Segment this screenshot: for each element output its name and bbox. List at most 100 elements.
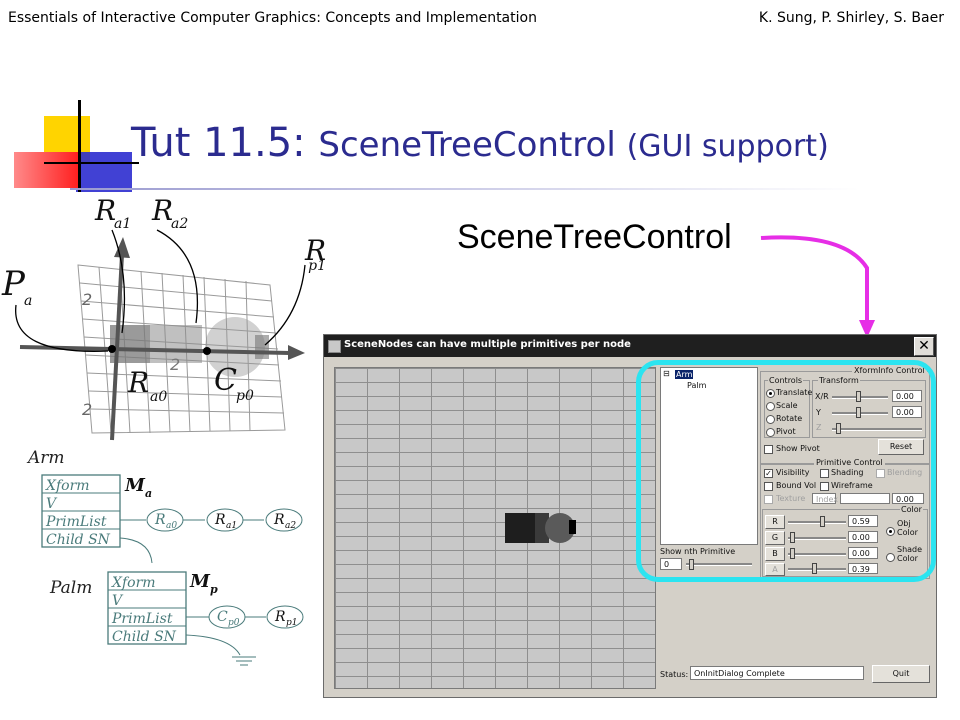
show-pivot-checkbox[interactable]: [764, 445, 773, 454]
arm-prim-r: R: [214, 512, 226, 528]
radio-pivot[interactable]: [766, 428, 775, 437]
app-window: SceneNodes can have multiple primitives …: [323, 334, 937, 698]
reset-button[interactable]: Reset: [878, 439, 924, 455]
render-canvas[interactable]: [334, 367, 656, 689]
course-title: Essentials of Interactive Computer Graph…: [8, 10, 537, 26]
color-b-slider[interactable]: [788, 553, 846, 556]
arm-field-primlist: PrimList: [45, 514, 107, 530]
transform-y-label: Y: [816, 408, 821, 417]
xform-info-title: XformInfo Control: [852, 366, 927, 375]
arm-prim-sub: a0: [166, 521, 177, 531]
transform-y-value[interactable]: 0.00: [892, 406, 922, 418]
nth-primitive-thumb[interactable]: [689, 559, 694, 570]
color-g-thumb[interactable]: [790, 532, 795, 543]
color-b-thumb[interactable]: [790, 548, 795, 559]
arm-prim-sub: a2: [285, 521, 296, 531]
arm-matrix-sub: a: [145, 487, 152, 500]
scene-tree-view[interactable]: ⊟ Arm Palm: [660, 367, 758, 545]
label-ra0: R: [127, 366, 149, 399]
transform-z-thumb[interactable]: [836, 423, 841, 434]
palm-prim-r: R: [274, 609, 286, 625]
shade-color-label: Shade Color: [897, 545, 923, 563]
index-field[interactable]: Index: [812, 493, 838, 504]
scene-tree-control: ⊟ Arm Palm Show nth Primitive 0 XformInf…: [656, 363, 934, 695]
authors: K. Sung, P. Shirley, S. Baer: [758, 10, 944, 26]
label-cp0-sub: p0: [236, 388, 254, 404]
color-g-slider[interactable]: [788, 537, 846, 540]
blending-checkbox[interactable]: [876, 469, 885, 478]
tree-item-arm[interactable]: Arm: [675, 370, 694, 379]
shading-checkbox[interactable]: [820, 469, 829, 478]
color-r-value[interactable]: 0.59: [848, 515, 878, 527]
texture-checkbox[interactable]: [764, 495, 773, 504]
palm-prim-c: C: [217, 609, 228, 625]
title-name: SceneTreeControl: [318, 125, 627, 165]
color-a-value[interactable]: 0.39: [848, 563, 878, 574]
color-r-thumb[interactable]: [820, 516, 825, 527]
scene-tree-diagram: Arm Xform V PrimList Child SN M a R a0 R…: [26, 448, 304, 666]
transform-x-label: X/R: [815, 392, 829, 401]
show-nth-label: Show nth Primitive: [660, 547, 736, 556]
index-value[interactable]: 0.00: [892, 493, 924, 504]
scene-tree-control-callout: SceneTreeControl: [457, 218, 732, 256]
shade-color-radio[interactable]: [886, 553, 895, 562]
highlight-ring: [636, 360, 936, 582]
show-pivot-label: Show Pivot: [776, 444, 820, 453]
transform-x-value[interactable]: 0.00: [892, 390, 922, 402]
close-button[interactable]: ✕: [914, 337, 934, 356]
palm-field-childsn: Child SN: [112, 629, 177, 645]
radio-scale[interactable]: [766, 402, 775, 411]
label-ra0-sub: a0: [150, 389, 167, 405]
visibility-checkbox[interactable]: ✓: [764, 469, 773, 478]
label-rp1: R: [304, 234, 326, 267]
status-label: Status:: [660, 670, 689, 679]
color-a-thumb[interactable]: [812, 563, 817, 574]
window-titlebar[interactable]: SceneNodes can have multiple primitives …: [324, 335, 936, 357]
visibility-label: Visibility: [776, 468, 810, 477]
radio-rotate[interactable]: [766, 415, 775, 424]
palm-field-xform: Xform: [111, 575, 156, 591]
index-slider-box[interactable]: [840, 493, 890, 504]
status-field: OnInitDialog Complete: [690, 666, 864, 680]
blending-label: Blending: [887, 468, 923, 477]
palm-field-v: V: [112, 593, 124, 609]
arm-shape: [505, 513, 535, 543]
color-r-button[interactable]: R: [765, 515, 785, 529]
transform-diagram: 2 2 2 R a1 R a2 R p1 P a R a0 C p0: [1, 195, 326, 441]
color-a-button[interactable]: A: [765, 563, 785, 576]
quit-button[interactable]: Quit: [872, 665, 930, 683]
axis-tick-bottom: 2: [82, 400, 92, 419]
primitive-control-title: Primitive Control: [814, 458, 885, 467]
arm-field-xform: Xform: [45, 478, 90, 494]
transform-y-thumb[interactable]: [856, 407, 861, 418]
callout-arrow: [760, 235, 875, 338]
nth-primitive-field[interactable]: 0: [660, 558, 682, 570]
axis-tick-mid: 2: [170, 355, 180, 374]
tree-expand-icon[interactable]: ⊟: [663, 369, 670, 378]
wireframe-label: Wireframe: [831, 481, 873, 490]
window-title: SceneNodes can have multiple primitives …: [344, 339, 631, 350]
transform-z-slider[interactable]: [832, 428, 922, 431]
color-title: Color: [900, 505, 923, 514]
label-ra1-sub: a1: [114, 216, 131, 232]
window-app-icon: [328, 340, 341, 353]
color-g-button[interactable]: G: [765, 531, 785, 545]
radio-translate[interactable]: [766, 389, 775, 398]
shading-label: Shading: [831, 468, 864, 477]
transform-z-label: Z: [816, 423, 822, 432]
tree-item-palm[interactable]: Palm: [687, 381, 707, 390]
title-rule: [70, 188, 860, 190]
page-title: Tut 11.5: SceneTreeControl (GUI support): [131, 120, 829, 166]
bound-vol-checkbox[interactable]: [764, 482, 773, 491]
axis-tick-top: 2: [82, 290, 92, 309]
color-b-value[interactable]: 0.00: [848, 547, 878, 559]
arm-field-childsn: Child SN: [46, 532, 111, 548]
color-r-slider[interactable]: [788, 521, 846, 524]
wireframe-checkbox[interactable]: [820, 482, 829, 491]
color-g-value[interactable]: 0.00: [848, 531, 878, 543]
color-a-slider[interactable]: [788, 568, 846, 571]
transform-x-thumb[interactable]: [856, 391, 861, 402]
nth-primitive-slider[interactable]: [686, 563, 752, 566]
obj-color-radio[interactable]: [886, 527, 895, 536]
color-b-button[interactable]: B: [765, 547, 785, 561]
